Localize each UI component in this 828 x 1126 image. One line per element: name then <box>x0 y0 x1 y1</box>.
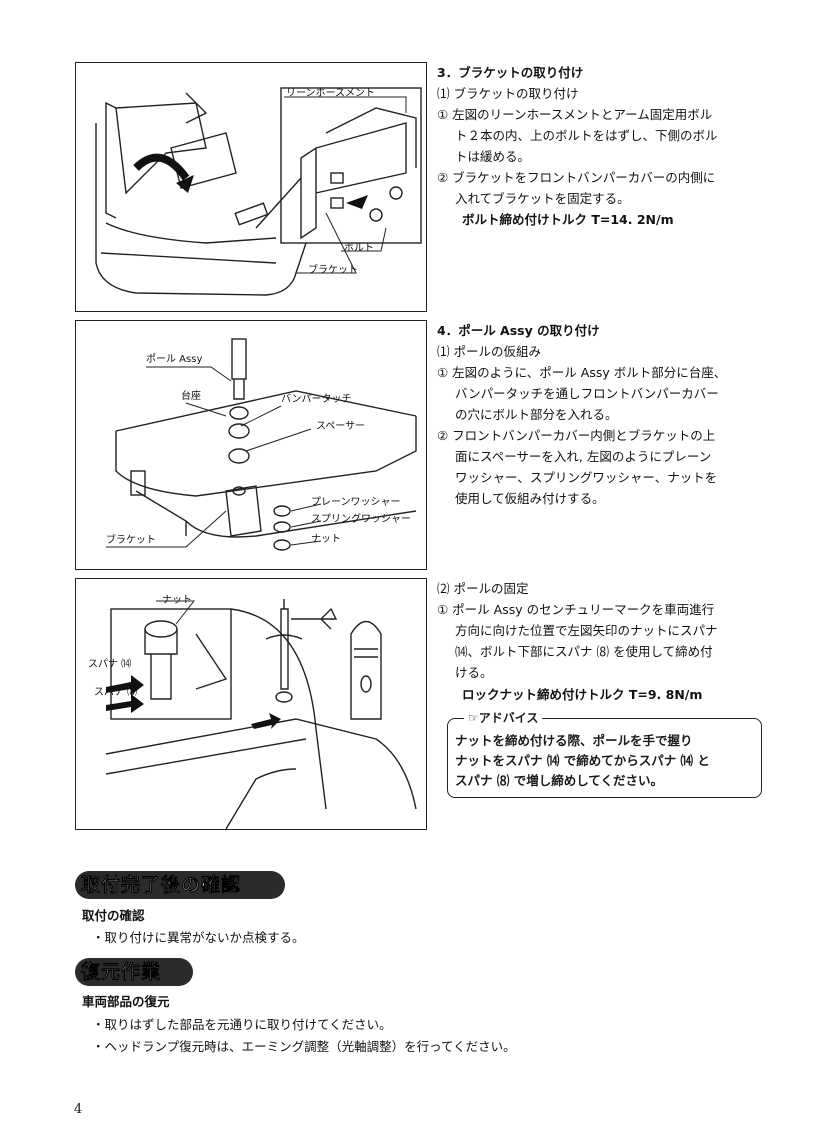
section4-line-4: ② フロントバンパーカバー内側とブラケットの上 <box>437 428 716 443</box>
plain-washer-label: プレーンワッシャー <box>311 497 401 508</box>
section4-line-3: の穴にボルト部分を入れる。 <box>455 407 618 422</box>
restore-banner: 復元作業 <box>75 958 193 986</box>
after-install-title: 取付の確認 <box>82 908 145 923</box>
bumper-touch-label: バンパータッチ <box>281 394 352 405</box>
bracket-label-2: ブラケット <box>106 535 156 546</box>
advice-line-2: ナットをスパナ ⒁ で締めてからスパナ ⒁ と <box>455 753 710 768</box>
restore-item-1: ・取りはずした部品を元通りに取り付けてください。 <box>92 1017 392 1032</box>
section4b-line-3: ⒁、ボルト下部にスパナ ⑻ を使用して締め付 <box>455 644 713 659</box>
section3-sub1: ⑴ ブラケットの取り付け <box>437 86 579 101</box>
pole-assy-label: ポール Assy <box>146 354 203 365</box>
spring-washer-label: スプリングワッシャー <box>311 514 411 525</box>
section4-line-5: 面にスペーサーを入れ, 左図のようにプレーン <box>455 449 712 464</box>
spacer-label: スペーサー <box>316 421 366 432</box>
section3-line-2: ト２本の内、上のボルトをはずし、下側のボル <box>455 128 718 143</box>
bolt-label: ボルト <box>344 243 374 254</box>
restore-title: 車両部品の復元 <box>82 994 170 1009</box>
section3-torque: ボルト締め付けトルク T=14. 2N/m <box>462 212 674 227</box>
section4-sub1: ⑴ ポールの仮組み <box>437 344 541 359</box>
section3-line-5: 入れてブラケットを固定する。 <box>455 191 630 206</box>
bracket-illustration <box>95 87 422 296</box>
section4b-line-4: ける。 <box>455 665 493 680</box>
section4b-sub2: ⑵ ポールの固定 <box>437 581 529 596</box>
advice-box: ☞アドバイス ナットを締め付ける際、ポールを手で握り ナットをスパナ ⒁ で締め… <box>447 709 762 798</box>
spanner8-label: スパナ ⑻ <box>94 687 138 698</box>
advice-title: ☞アドバイス <box>464 709 543 726</box>
advice-body: ナットを締め付ける際、ポールを手で握り ナットをスパナ ⒁ で締めてからスパナ … <box>455 731 710 791</box>
pole-assembly-illustration <box>106 338 417 551</box>
section4-line-1: ① 左図のように、ポール Assy ボルト部分に台座、 <box>437 365 727 380</box>
after-install-item: ・取り付けに異常がないか点検する。 <box>92 930 305 945</box>
pole-fixing-figure: ナット スパナ ⒁ スパナ ⑻ <box>75 578 427 830</box>
section4b-line-2: 方向に向けた位置で左図矢印のナットにスパナ <box>455 623 718 638</box>
section3-line-1: ① 左図のリーンホースメントとアーム固定用ボル <box>437 107 713 122</box>
section4b-line-1: ① ポール Assy のセンチュリーマークを車両進行 <box>437 602 715 617</box>
section4-line-2: バンパータッチを通しフロントバンパーカバー <box>455 386 719 401</box>
base-label: 台座 <box>181 391 201 402</box>
section4-line-7: 使用して仮組み付けする。 <box>455 491 605 506</box>
after-install-banner: 取付完了後の確認 <box>75 871 285 899</box>
page-number: 4 <box>74 1102 83 1117</box>
pole-assembly-figure: ポール Assy 台座 バンパータッチ スペーサー プレーンワッシャー スプリン… <box>75 320 427 570</box>
advice-line-1: ナットを締め付ける際、ポールを手で握り <box>455 733 693 748</box>
section3-line-4: ② ブラケットをフロントバンパーカバーの内側に <box>437 170 716 185</box>
bracket-figure: リーンホースメント ボルト ブラケット <box>75 62 427 312</box>
lightbulb-icon: ☞ <box>468 711 479 725</box>
section3-heading: 3．ブラケットの取り付け <box>437 65 584 80</box>
spanner14-label: スパナ ⒁ <box>88 659 132 670</box>
advice-line-3: スパナ ⑻ で増し締めしてください。 <box>455 773 663 788</box>
nut-label: ナット <box>311 534 341 545</box>
section4-line-6: ワッシャー、スプリングワッシャー、ナットを <box>455 470 718 485</box>
reinforcement-label: リーンホースメント <box>286 88 375 99</box>
section4b-torque: ロックナット締め付けトルク T=9. 8N/m <box>462 687 703 702</box>
section4-heading: 4．ポール Assy の取り付け <box>437 323 600 338</box>
restore-item-2: ・ヘッドランプ復元時は、エーミング調整（光軸調整）を行ってください。 <box>92 1039 516 1054</box>
section3-line-3: トは緩める。 <box>455 149 531 164</box>
bracket-label: ブラケット <box>308 265 358 276</box>
nut-label-2: ナット <box>162 595 192 606</box>
pole-fixing-illustration <box>105 599 417 829</box>
